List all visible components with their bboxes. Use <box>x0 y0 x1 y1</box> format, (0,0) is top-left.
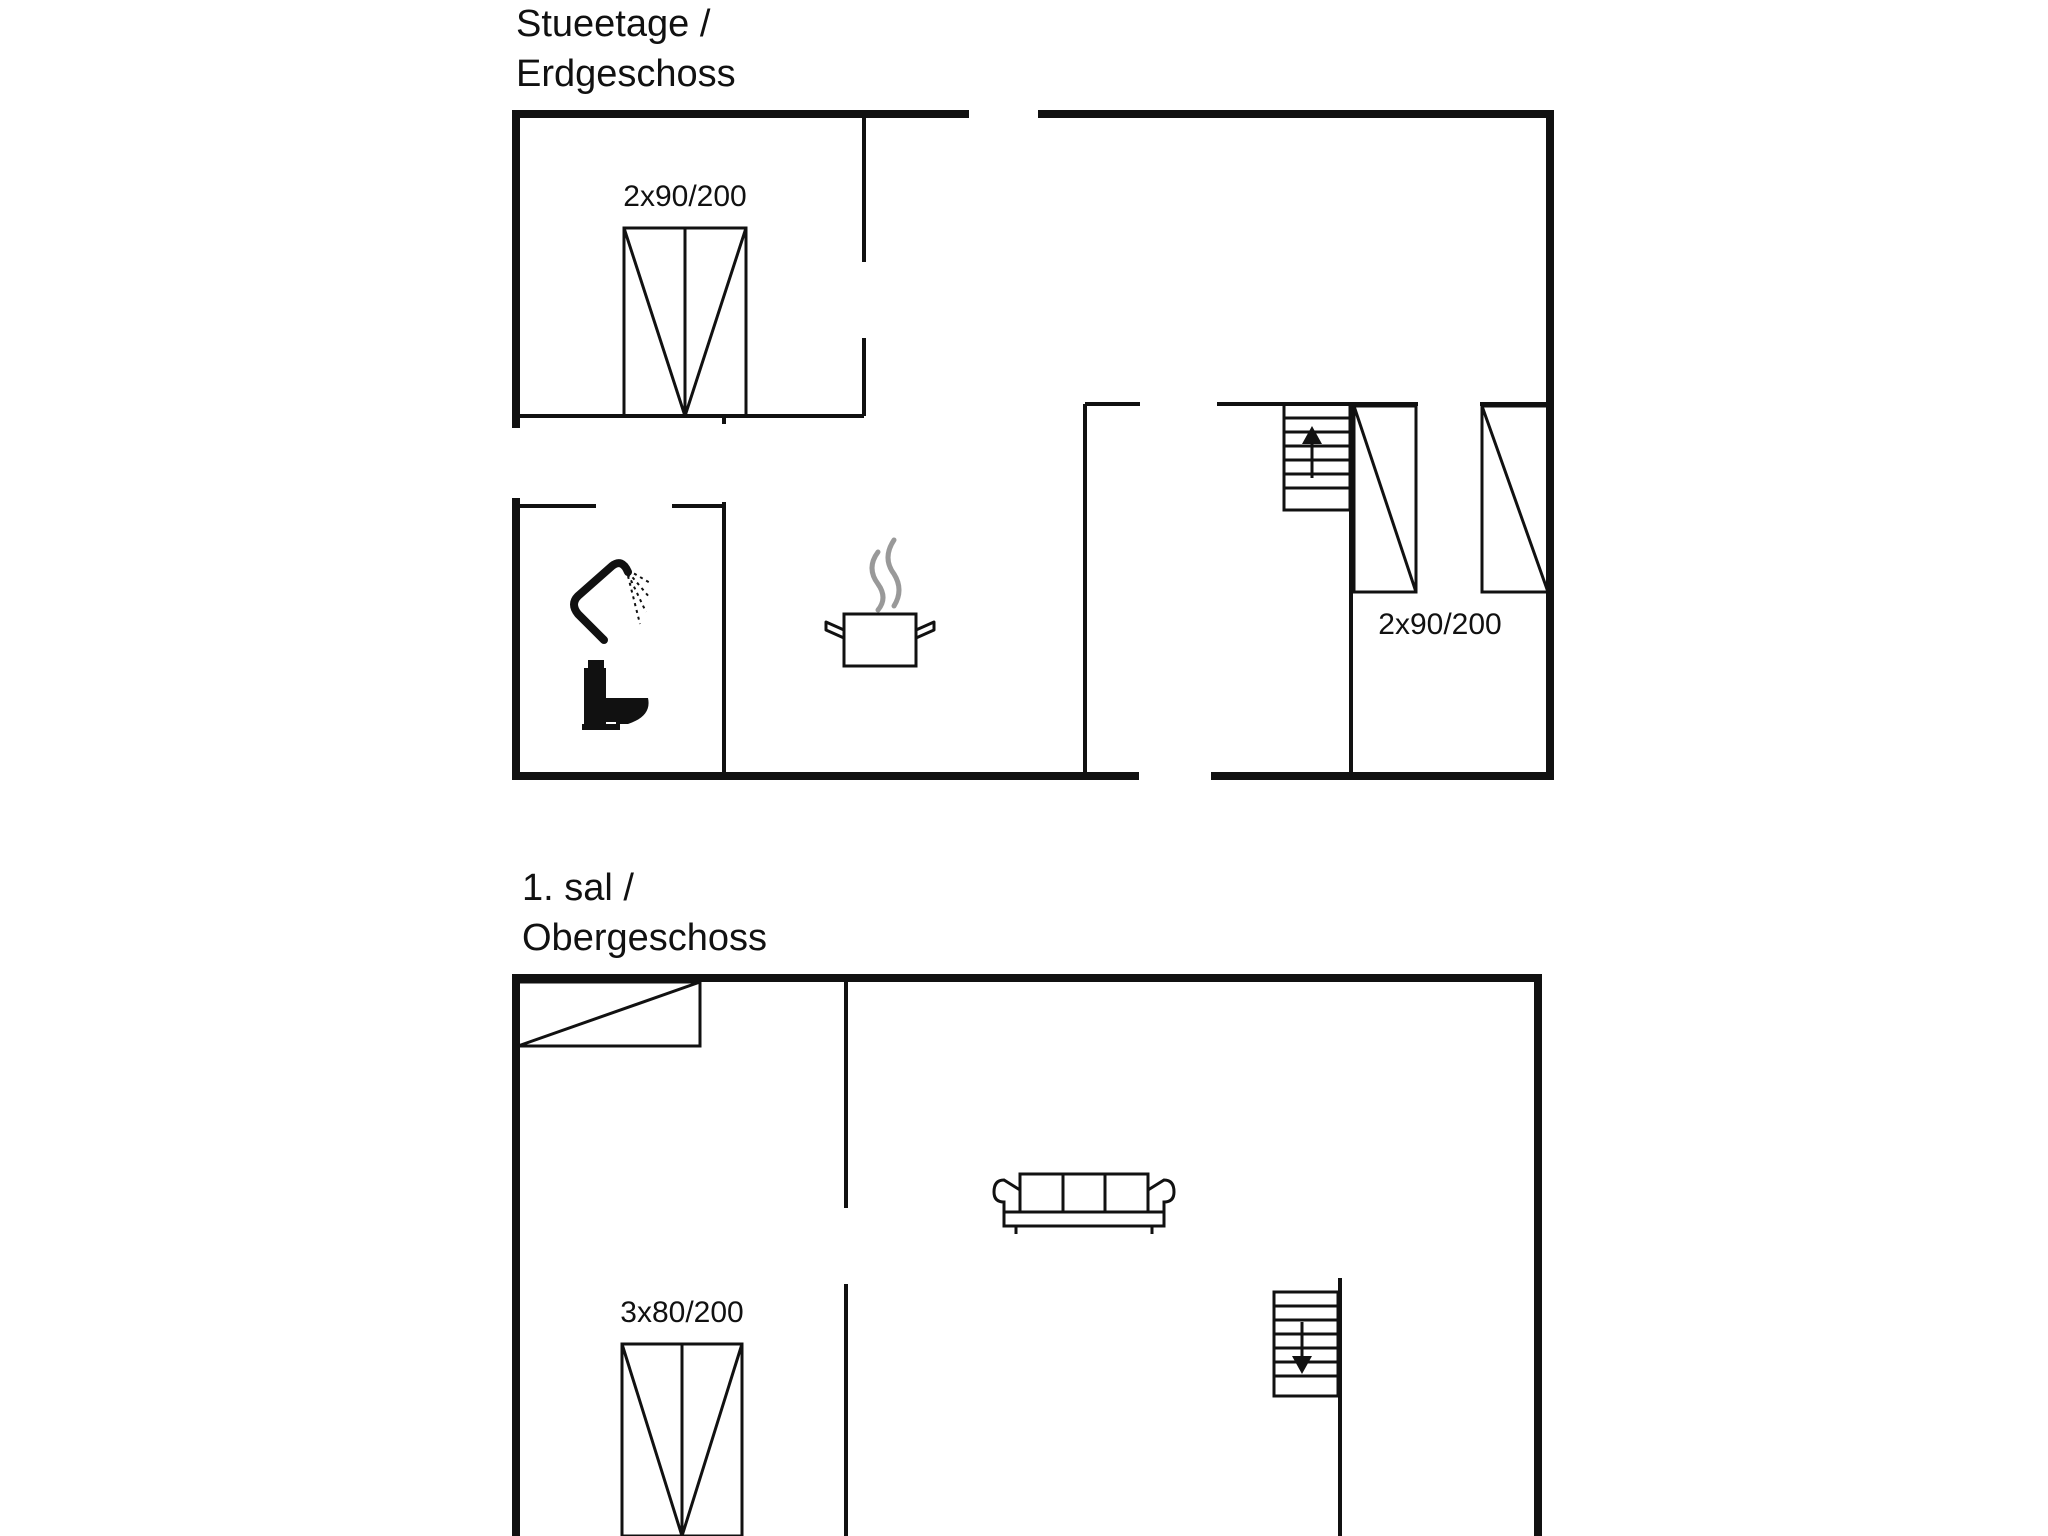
bedroom-left-label: 2x90/200 <box>623 180 746 213</box>
cooking-pot-icon <box>824 537 936 668</box>
upper-floor: 1. sal / Obergeschoss <box>512 867 1542 1536</box>
ground-floor-outer-walls <box>512 110 1554 780</box>
toilet-icon <box>582 660 649 730</box>
bed-icon <box>1352 404 1550 594</box>
shower-icon <box>570 559 653 644</box>
ground-floor: Stueetage / Erdgeschoss <box>512 3 1554 780</box>
ground-floor-title-line1: Stueetage / <box>516 3 711 45</box>
stairs-down-icon <box>1272 1290 1340 1398</box>
upper-bedroom-label: 3x80/200 <box>620 1296 743 1329</box>
sofa-icon <box>992 1172 1176 1234</box>
bed-icon <box>620 1342 744 1536</box>
upper-floor-outer-walls <box>512 974 1542 1536</box>
upper-floor-title-line2: Obergeschoss <box>522 917 767 959</box>
wardrobe-icon <box>516 980 702 1048</box>
bedroom-right-label: 2x90/200 <box>1378 608 1501 641</box>
ground-floor-title-line2: Erdgeschoss <box>516 53 736 95</box>
ground-floor-interior-walls <box>516 114 1550 776</box>
upper-floor-interior-walls <box>844 978 1342 1536</box>
upper-floor-title-line1: 1. sal / <box>522 867 634 909</box>
bed-icon <box>622 226 748 418</box>
stairs-up-icon <box>1282 402 1352 512</box>
